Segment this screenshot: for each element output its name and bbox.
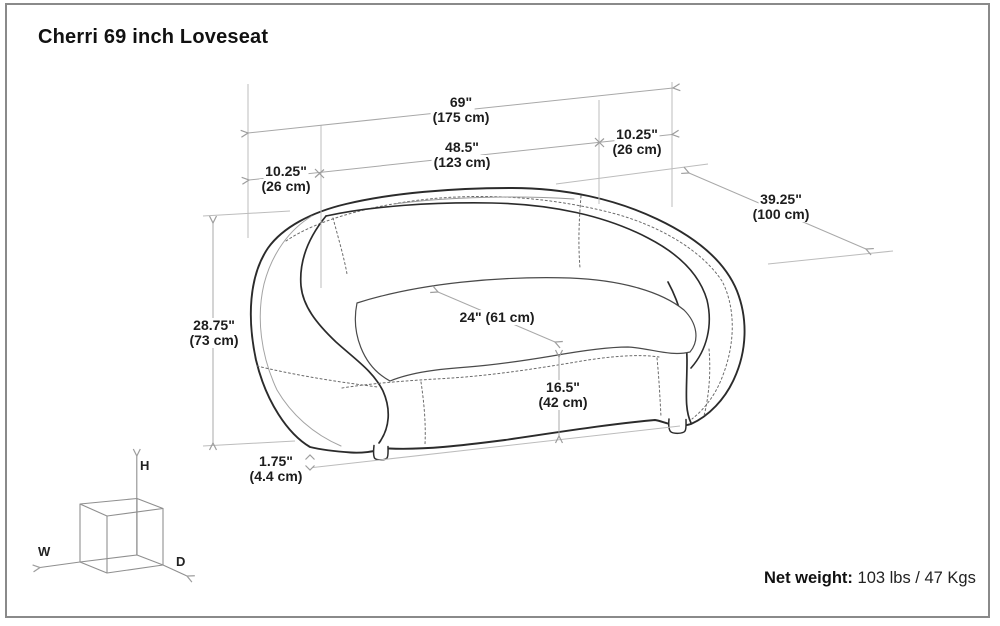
dim-seat-depth-label: 24" (61 cm) (457, 309, 537, 325)
dim-arm-width-right-label: 10.25" (26 cm) (610, 126, 664, 157)
leg-height-arrows (305, 454, 315, 471)
dim-overall-width-label: 69" (175 cm) (430, 94, 492, 125)
cube-top-face (79, 497, 164, 517)
left-arm-front-edge (299, 215, 390, 444)
dim-leg-height-label: 1.75" (4.4 cm) (247, 453, 305, 484)
net-weight: Net weight: 103 lbs / 47 Kgs (764, 569, 976, 588)
right-arm-front-edge (667, 281, 692, 424)
leg-arrow-down (305, 465, 315, 471)
ext-floor (312, 425, 681, 468)
ext-underside (202, 440, 296, 447)
dimension-lines (202, 82, 894, 471)
cube-bottom-face (79, 554, 164, 574)
width-axis-arrow (40, 561, 81, 568)
tick-left (314, 168, 325, 179)
dim-height-label: 28.75" (73 cm) (187, 317, 241, 348)
ext-height-top (202, 210, 291, 217)
tick-right (594, 137, 605, 148)
dim-seat-height-label: 16.5" (42 cm) (536, 379, 590, 410)
depth-axis-label: D (176, 554, 186, 569)
backrest-seam-left (332, 217, 348, 275)
net-weight-value: 103 lbs / 47 Kgs (857, 569, 976, 587)
ext-depth-top (555, 163, 709, 185)
depth-axis-arrow (162, 564, 187, 576)
front-panel-seam-left (420, 381, 426, 445)
dim-arm-width-left-label: 10.25" (26 cm) (259, 163, 313, 194)
right-arm-dotted-seam (703, 348, 711, 417)
backrest-top-contour (393, 196, 575, 205)
net-weight-label: Net weight: (764, 569, 853, 587)
ext-depth-bottom (767, 250, 894, 265)
dim-depth-label: 39.25" (100 cm) (750, 191, 812, 222)
orientation-cube (40, 456, 187, 576)
front-panel-seam-right (656, 357, 662, 418)
width-axis-label: W (38, 544, 51, 559)
inner-back-rim (325, 202, 711, 369)
backrest-seam-right (578, 195, 582, 269)
page-title: Cherri 69 inch Loveseat (38, 26, 269, 48)
front-left-foot (372, 444, 389, 461)
left-arm-gray-seam (259, 215, 342, 447)
tick-marks (314, 137, 605, 179)
leg-arrow-up (305, 454, 315, 460)
height-axis-label: H (140, 458, 150, 473)
front-panel-piping (341, 355, 660, 389)
dim-interior-width-label: 48.5" (123 cm) (431, 139, 493, 170)
